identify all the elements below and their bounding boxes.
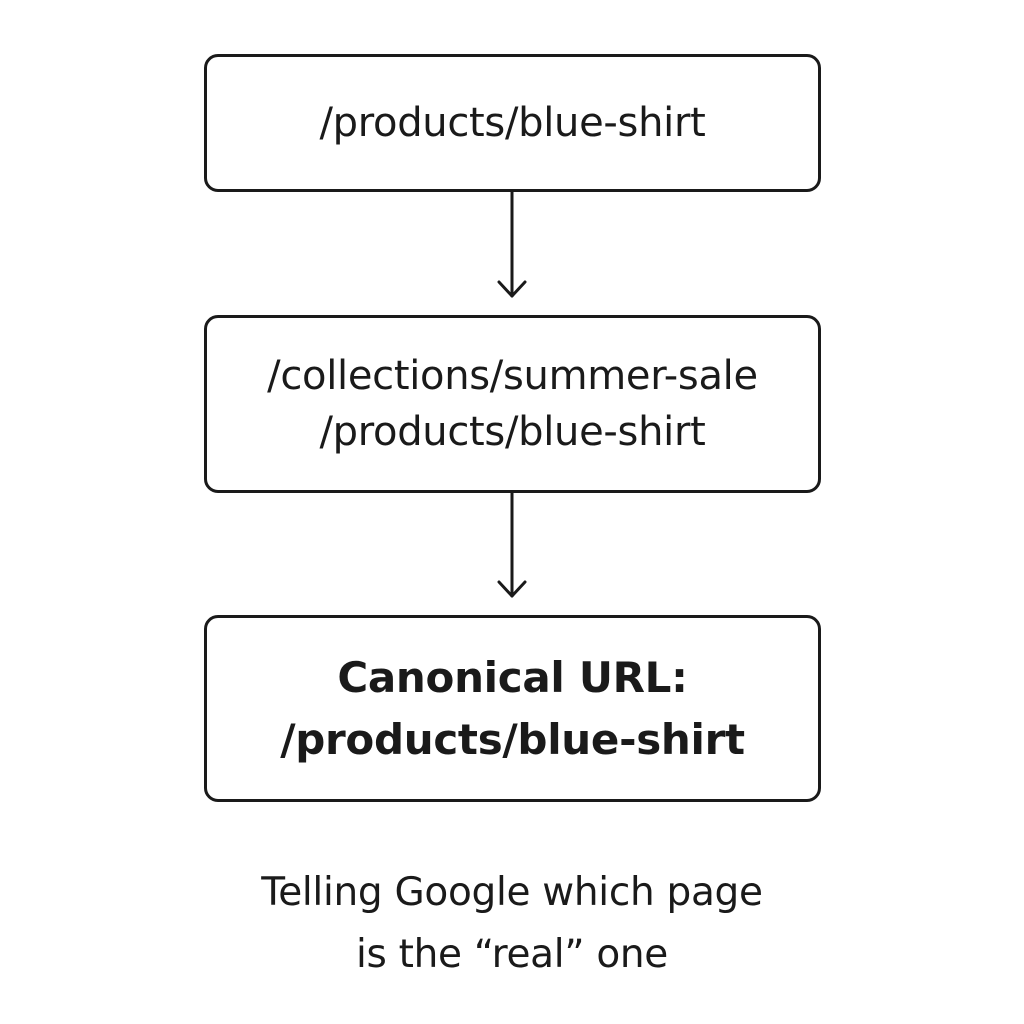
collection-url-line-1: /collections/summer-sale	[267, 353, 758, 399]
canonical-url-box: Canonical URL: /products/blue-shirt	[204, 615, 821, 802]
canonical-url-label: Canonical URL:	[337, 652, 688, 702]
collection-url-line-2: /products/blue-shirt	[319, 409, 706, 455]
product-url-text: /products/blue-shirt	[319, 100, 706, 146]
arrow-down-icon	[497, 491, 527, 598]
url-box-collection: /collections/summer-sale /products/blue-…	[204, 315, 821, 493]
caption-line-1: Telling Google which page	[261, 870, 763, 915]
caption-line-2: is the “real” one	[355, 932, 668, 977]
diagram-caption: Telling Google which page is the “real” …	[112, 862, 912, 986]
arrow-down-icon	[497, 190, 527, 298]
canonical-url-value: /products/blue-shirt	[280, 714, 745, 764]
url-box-product: /products/blue-shirt	[204, 54, 821, 192]
